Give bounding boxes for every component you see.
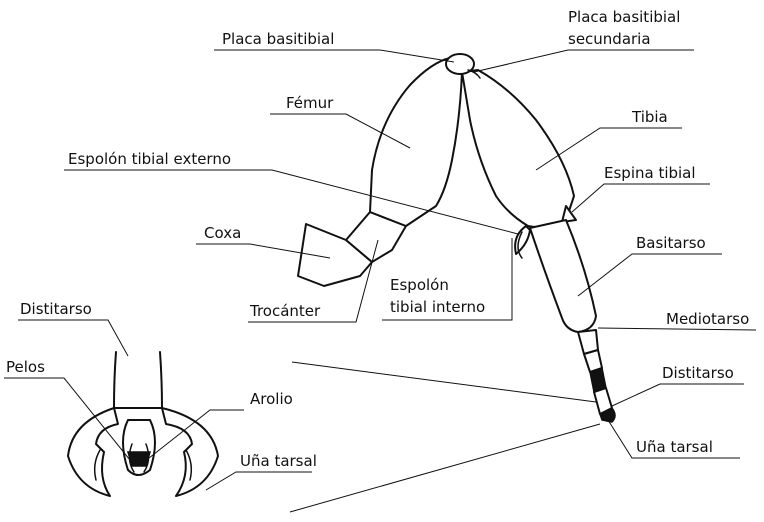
label-placa-basitibial: Placa basitibial [222, 30, 334, 48]
femur-segment [370, 58, 462, 226]
label-espolon-interno-line2: tibial interno [390, 298, 485, 316]
zoom-line-bottom [290, 424, 600, 512]
tibia-segment [462, 70, 574, 227]
label-una-tarsal-left: Uña tarsal [240, 452, 317, 470]
tibial-spur [515, 226, 530, 254]
label-mediotarso: Mediotarso [666, 310, 749, 328]
leader-placa-secundaria [474, 50, 694, 72]
zoom-line-top [292, 362, 596, 402]
label-basitarso: Basitarso [636, 234, 706, 252]
leader-placa-basitibial [214, 50, 454, 62]
label-placa-secundaria-line1: Placa basitibial [568, 8, 680, 26]
label-femur: Fémur [286, 94, 334, 112]
label-tibia: Tibia [631, 108, 668, 126]
label-una-tarsal-right: Uña tarsal [636, 438, 713, 456]
basitarso-segment [530, 220, 596, 332]
label-arolio: Arolio [250, 390, 293, 408]
label-espina-tibial: Espina tibial [604, 164, 696, 182]
label-coxa: Coxa [204, 224, 241, 242]
leader-basitarso [578, 254, 722, 296]
claw-right-detail [162, 408, 218, 496]
distitarso-detail [114, 352, 162, 408]
leader-distitarso-right [612, 384, 744, 406]
arolio-dark-core [128, 452, 150, 466]
label-espolon-externo: Espolón tibial externo [68, 150, 231, 168]
leader-una-tarsal-left [206, 472, 312, 490]
leader-mediotarso [598, 328, 756, 330]
label-pelos: Pelos [6, 358, 45, 376]
leader-distitarso-left [18, 320, 128, 356]
claw-left-detail [68, 408, 118, 496]
label-distitarso-right: Distitarso [662, 364, 734, 382]
label-espolon-interno-line1: Espolón [390, 276, 449, 294]
leader-espina-tibial [572, 184, 710, 212]
label-distitarso-left: Distitarso [20, 300, 92, 318]
label-placa-secundaria-line2: secundaria [568, 30, 651, 48]
leader-espolon-externo [64, 170, 518, 234]
label-trocanter: Trocánter [249, 302, 321, 320]
